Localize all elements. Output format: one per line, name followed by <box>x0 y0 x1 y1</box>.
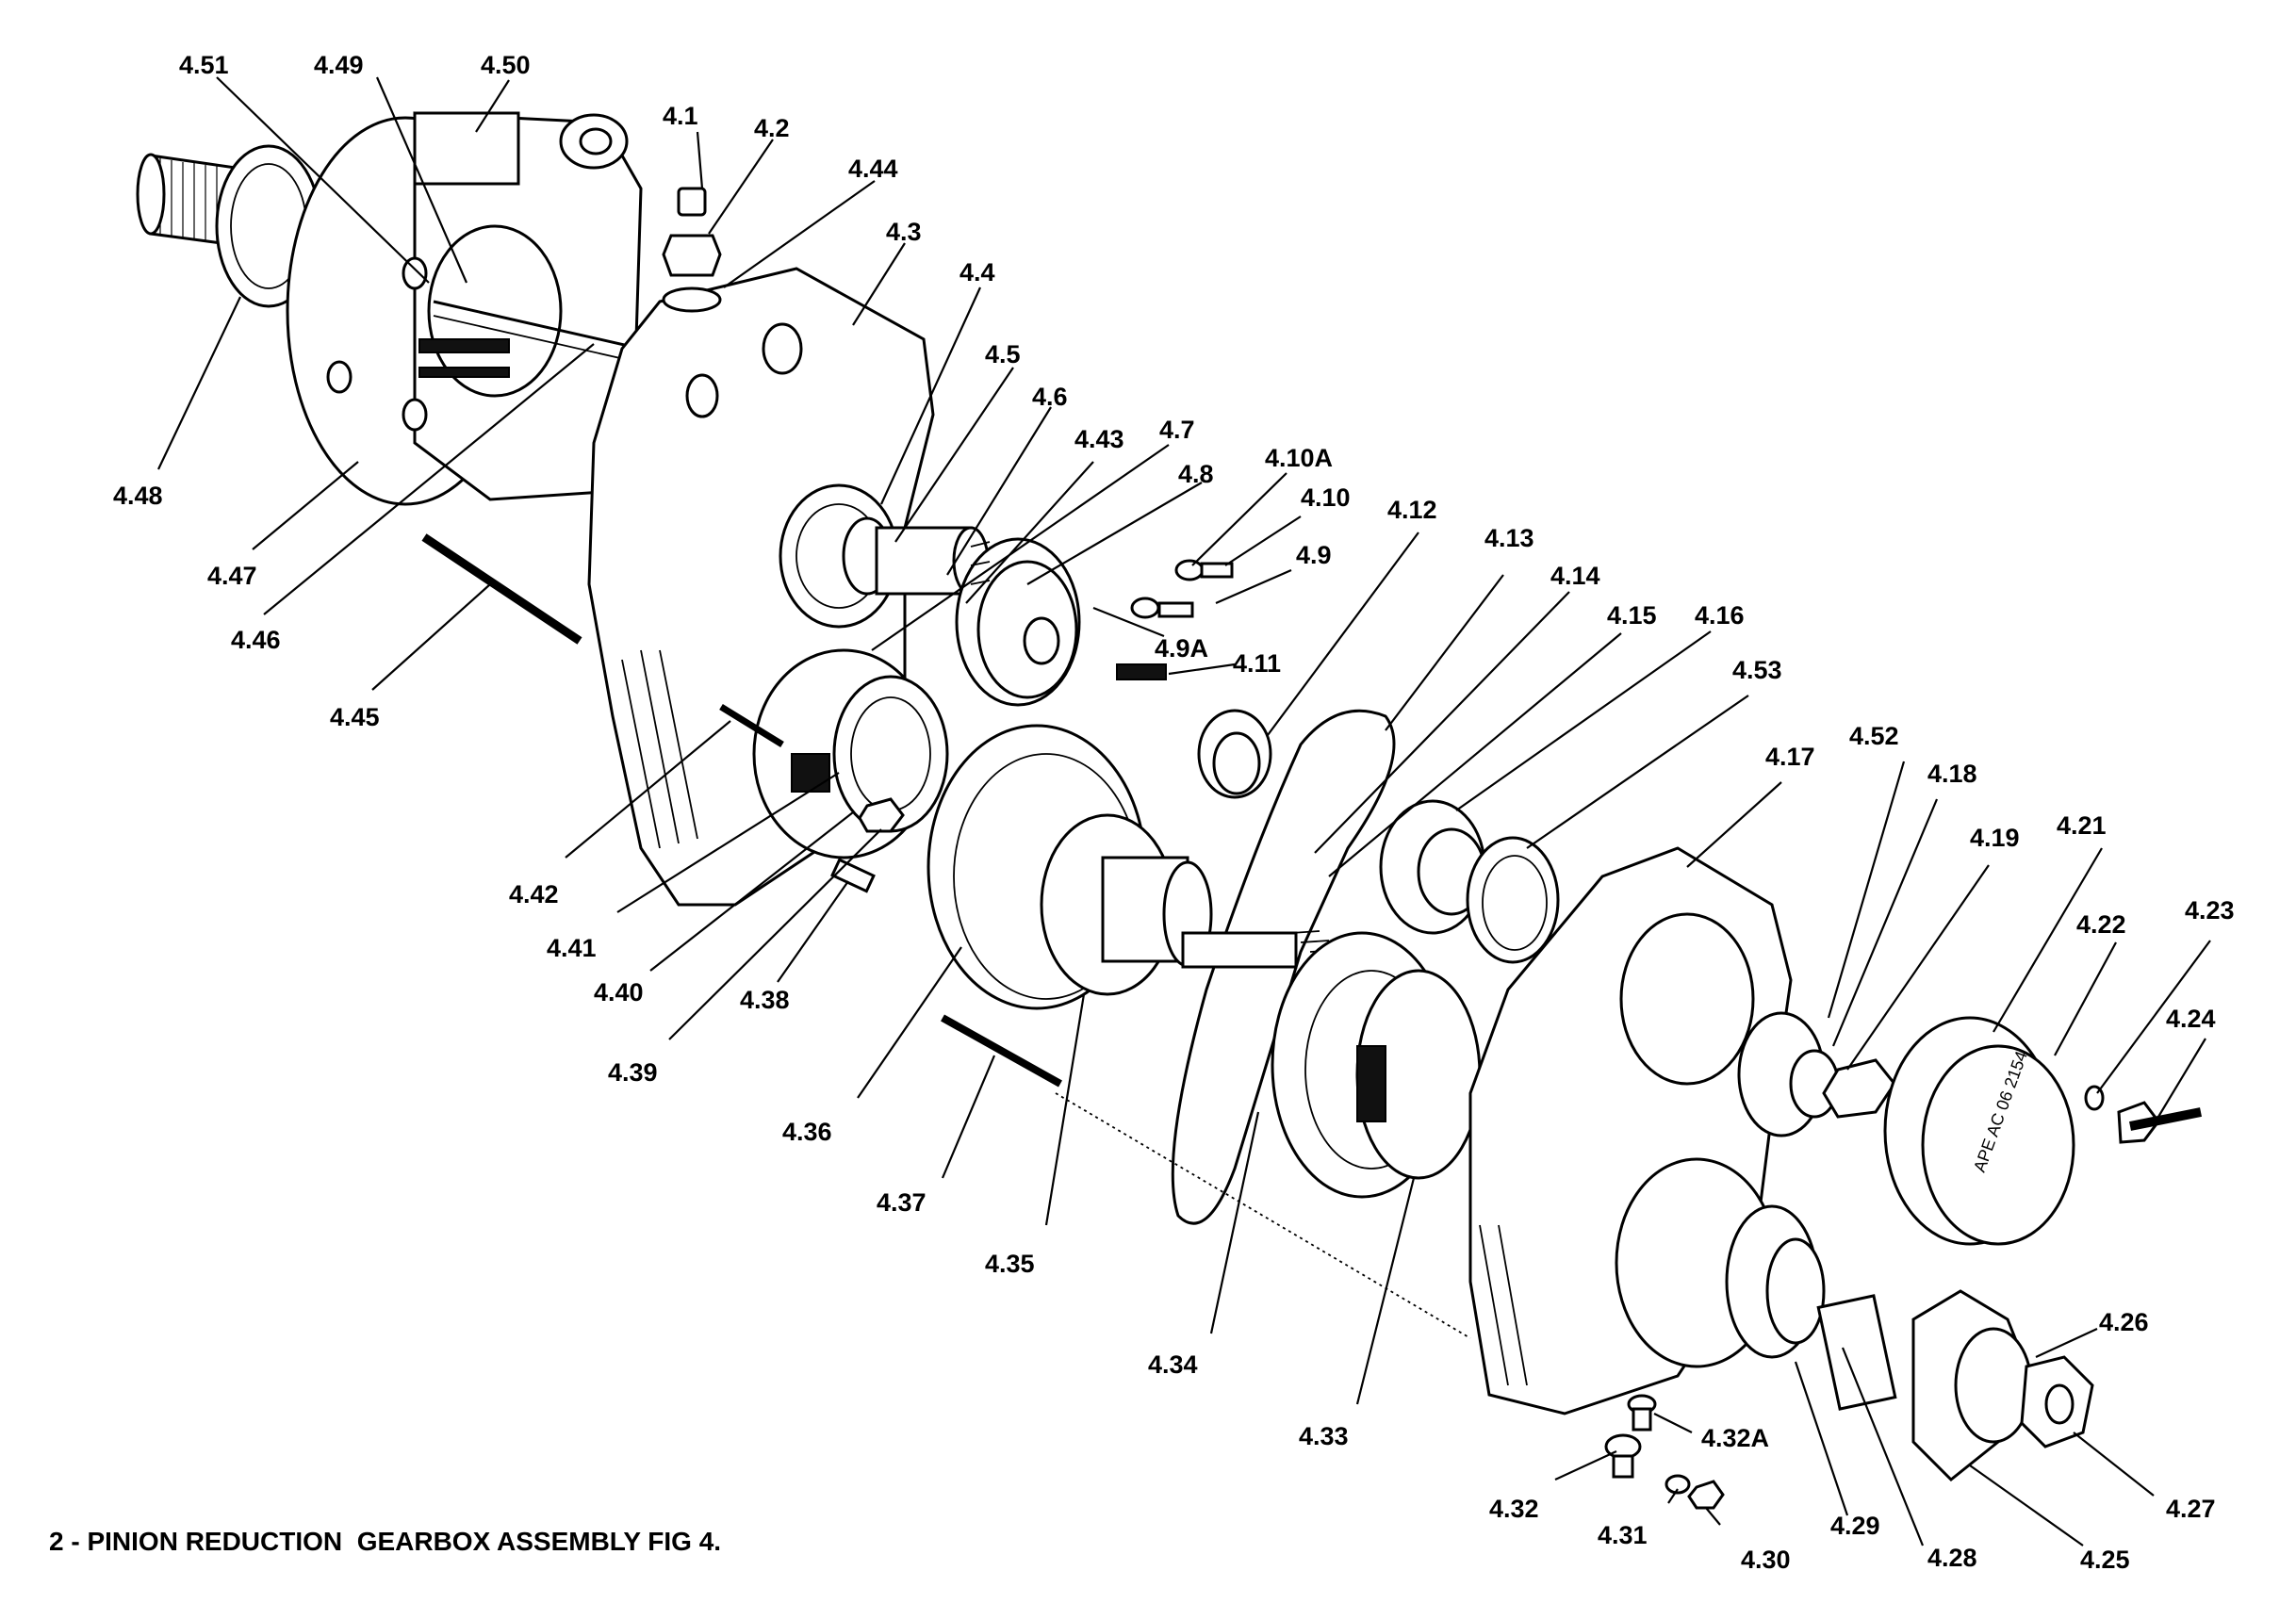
label-4-42: 4.42 <box>509 880 559 908</box>
label-4-14: 4.14 <box>1550 562 1600 590</box>
label-4-44: 4.44 <box>848 155 898 183</box>
label-4-10: 4.10 <box>1301 483 1351 512</box>
label-4-36: 4.36 <box>782 1118 832 1146</box>
label-4-32: 4.32 <box>1489 1495 1539 1523</box>
drain-plug-drawing <box>1604 1394 1725 1510</box>
label-4-4: 4.4 <box>959 258 995 286</box>
label-4-10a: 4.10A <box>1265 444 1333 472</box>
figure-caption: 2 - PINION REDUCTION GEARBOX ASSEMBLY FI… <box>49 1527 721 1556</box>
label-4-5: 4.5 <box>985 340 1021 368</box>
label-4-43: 4.43 <box>1074 425 1124 453</box>
label-4-22: 4.22 <box>2076 910 2126 939</box>
filler-plug-drawing <box>662 187 722 313</box>
leader-lines <box>157 76 2211 1546</box>
label-4-40: 4.40 <box>594 978 644 1006</box>
label-4-50: 4.50 <box>481 51 531 79</box>
short-stud-drawing <box>941 1014 1062 1088</box>
label-4-7: 4.7 <box>1159 416 1195 444</box>
label-4-34: 4.34 <box>1148 1350 1198 1379</box>
label-4-21: 4.21 <box>2057 811 2107 840</box>
long-stud-drawing <box>421 533 582 645</box>
label-4-32a: 4.32A <box>1701 1424 1769 1452</box>
label-4-48: 4.48 <box>113 482 163 510</box>
label-4-19: 4.19 <box>1970 824 2020 852</box>
part-labels: 4.51 4.49 4.50 4.1 4.2 4.44 4.3 4.4 4.5 … <box>113 51 2235 1574</box>
label-4-45: 4.45 <box>330 703 380 731</box>
output-flange-drawing <box>1725 1204 2094 1482</box>
label-4-16: 4.16 <box>1695 601 1745 630</box>
label-4-12: 4.12 <box>1387 496 1437 524</box>
label-4-9a: 4.9A <box>1155 634 1208 663</box>
label-4-37: 4.37 <box>877 1188 927 1217</box>
label-4-15: 4.15 <box>1607 601 1657 630</box>
large-gear-drawing <box>927 724 1339 1010</box>
seals-and-nut-drawing <box>1737 1011 1896 1137</box>
label-4-29: 4.29 <box>1830 1512 1880 1540</box>
label-4-1: 4.1 <box>663 102 698 130</box>
label-4-11: 4.11 <box>1233 649 1281 678</box>
label-4-3: 4.3 <box>886 218 922 246</box>
label-4-28: 4.28 <box>1927 1544 1977 1572</box>
label-4-13: 4.13 <box>1484 524 1534 552</box>
label-4-47: 4.47 <box>207 562 257 590</box>
bearings-drawing <box>1379 799 1560 964</box>
label-4-26: 4.26 <box>2099 1308 2149 1336</box>
small-bolts-drawing <box>1116 559 1234 680</box>
label-4-25: 4.25 <box>2080 1546 2130 1574</box>
label-4-49: 4.49 <box>314 51 364 79</box>
label-4-41: 4.41 <box>547 934 597 962</box>
end-cap-drawing: APE AC 06 2154 <box>1883 1016 2202 1246</box>
label-4-38: 4.38 <box>740 986 790 1014</box>
label-4-18: 4.18 <box>1927 760 1977 788</box>
cover-plate-drawing <box>1271 931 1482 1199</box>
label-4-46: 4.46 <box>231 626 281 654</box>
label-4-2: 4.2 <box>754 114 790 142</box>
label-4-52: 4.52 <box>1849 722 1899 750</box>
label-4-30: 4.30 <box>1741 1546 1791 1574</box>
label-4-17: 4.17 <box>1765 743 1815 771</box>
label-4-9: 4.9 <box>1296 541 1332 569</box>
label-4-6: 4.6 <box>1032 383 1068 411</box>
rear-housing-drawing <box>286 111 643 506</box>
label-4-24: 4.24 <box>2166 1005 2216 1033</box>
label-4-33: 4.33 <box>1299 1422 1349 1450</box>
label-4-35: 4.35 <box>985 1250 1035 1278</box>
label-4-39: 4.39 <box>608 1058 658 1087</box>
label-4-8: 4.8 <box>1178 460 1214 488</box>
label-4-31: 4.31 <box>1598 1521 1648 1549</box>
label-4-27: 4.27 <box>2166 1495 2216 1523</box>
label-4-53: 4.53 <box>1732 656 1782 684</box>
label-4-51: 4.51 <box>179 51 229 79</box>
label-4-23: 4.23 <box>2185 896 2235 925</box>
